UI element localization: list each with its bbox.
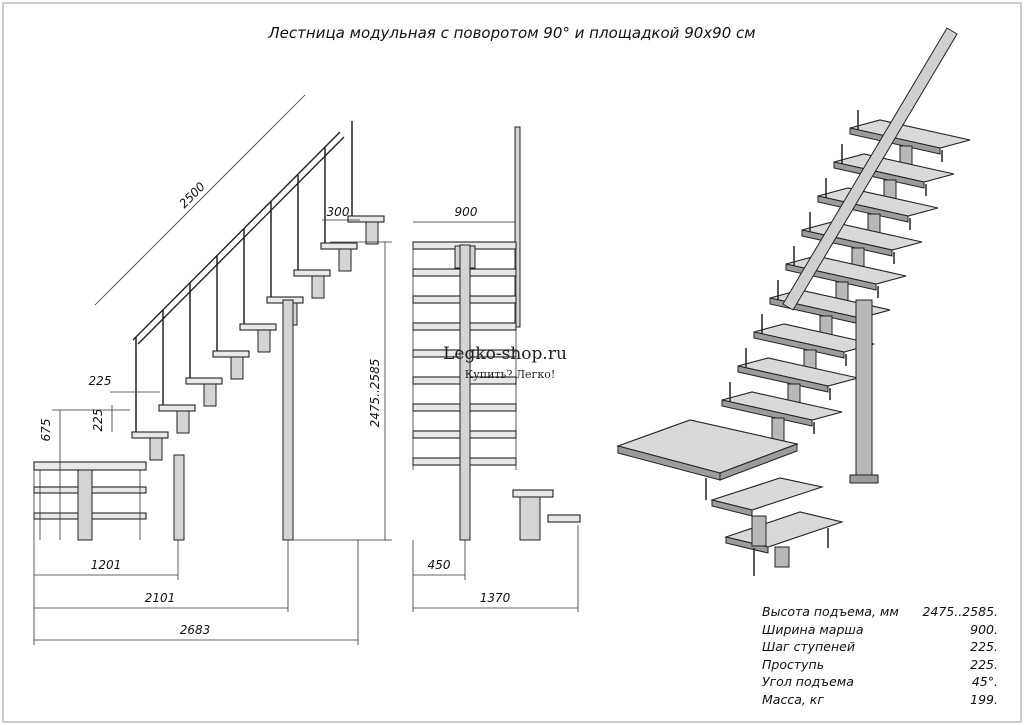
- drawing-title: Лестница модульная с поворотом 90° и пло…: [267, 24, 755, 42]
- side-platform-top: [33, 461, 147, 471]
- spec-row-step-pitch: Шаг ступеней 225.: [762, 638, 998, 656]
- side-balusters: [135, 121, 353, 432]
- spec-value: 199.: [970, 691, 998, 707]
- watermark-site: Legko-shop.ru: [443, 344, 567, 364]
- platform-post: [77, 469, 93, 541]
- iso-upper-tread-side: [737, 365, 829, 393]
- dim-march-width: 900: [455, 205, 478, 219]
- side-stringer-block: [311, 275, 325, 299]
- side-stringer-block: [203, 383, 217, 407]
- spec-row-tread-depth: Проступь 225.: [762, 656, 998, 674]
- spec-row-mass: Масса, кг 199.: [762, 691, 998, 709]
- side-tread: [239, 323, 277, 331]
- front-handrail-post: [514, 126, 521, 328]
- dim-offset: 450: [428, 558, 451, 572]
- side-stringer-block: [176, 410, 190, 434]
- spec-row-march-width: Ширина марша 900.: [762, 621, 998, 639]
- specifications-table: Высота подъема, мм 2475..2585. Ширина ма…: [762, 603, 998, 709]
- iso-upper-tread-side: [833, 161, 925, 189]
- spec-value: 225.: [970, 656, 998, 672]
- side-view: 2500 300 225 225 675 2475..2585 1201 210…: [33, 94, 392, 645]
- dim-riser-height: 225: [91, 409, 105, 432]
- dim-total-width: 1370: [480, 591, 511, 605]
- iso-landing-front: [719, 443, 798, 481]
- iso-upper-tread-side: [721, 399, 813, 427]
- side-tread: [185, 377, 223, 385]
- side-tread: [131, 431, 169, 439]
- side-lower-post: [173, 454, 185, 541]
- spec-value: 225.: [970, 639, 998, 655]
- dim-tread-pitch: 225: [89, 374, 112, 388]
- side-tread: [347, 215, 385, 223]
- iso-upper-flight: [721, 110, 971, 451]
- spec-label: Ширина марша: [762, 621, 864, 637]
- iso-upper-tread-side: [849, 127, 941, 155]
- iso-column-base: [849, 474, 879, 484]
- watermark-slogan: Купить? Легко!: [465, 368, 556, 381]
- spec-label: Шаг ступеней: [762, 639, 855, 655]
- isometric-view: [616, 27, 971, 576]
- iso-main-column: [855, 299, 873, 479]
- front-lower-block: [519, 496, 541, 541]
- front-lower-tread-1: [512, 489, 554, 498]
- spec-label: Проступь: [762, 656, 825, 672]
- spec-row-lift-height: Высота подъема, мм 2475..2585.: [762, 603, 998, 621]
- dim-rail-length-line: [94, 94, 306, 306]
- front-lower-tread-2: [547, 514, 581, 523]
- dim-width-3: 2683: [180, 623, 211, 637]
- iso-upper-tread-side: [753, 331, 845, 359]
- front-view: 900 450 1370: [412, 126, 581, 612]
- side-stringer-block: [365, 221, 379, 245]
- side-tread: [293, 269, 331, 277]
- dim-platform-height: 675: [39, 419, 53, 442]
- side-main-post: [282, 299, 294, 541]
- dim-height-range: 2475..2585: [368, 359, 382, 428]
- dim-width-1: 1201: [91, 558, 122, 572]
- spec-label: Масса, кг: [762, 691, 824, 707]
- side-stringers: [149, 221, 379, 461]
- side-tread: [212, 350, 250, 358]
- spec-label: Угол подъема: [762, 674, 854, 690]
- side-stringer-block: [149, 437, 163, 461]
- dim-step-depth: 300: [327, 205, 350, 219]
- spec-label: Высота подъема, мм: [762, 604, 899, 619]
- iso-lower-post: [751, 515, 767, 547]
- side-handrail-lower: [137, 136, 345, 345]
- spec-value: 45°.: [971, 674, 998, 690]
- side-tread: [158, 404, 196, 412]
- iso-landing-top: [616, 419, 799, 474]
- spec-value: 2475..2585.: [922, 604, 998, 619]
- side-stringer-block: [338, 248, 352, 272]
- front-main-post: [459, 244, 471, 541]
- side-tread: [320, 242, 358, 250]
- side-handrail: [132, 131, 341, 341]
- iso-upper-tread-side: [817, 195, 909, 223]
- side-stringer-block: [230, 356, 244, 380]
- dim-rail-length: 2500: [176, 179, 208, 211]
- iso-handrail: [782, 27, 958, 311]
- spec-value: 900.: [970, 621, 998, 637]
- dim-width-2: 2101: [145, 591, 176, 605]
- side-stringer-block: [257, 329, 271, 353]
- spec-row-angle: Угол подъема 45°.: [762, 673, 998, 691]
- iso-lower-post-2: [774, 546, 790, 568]
